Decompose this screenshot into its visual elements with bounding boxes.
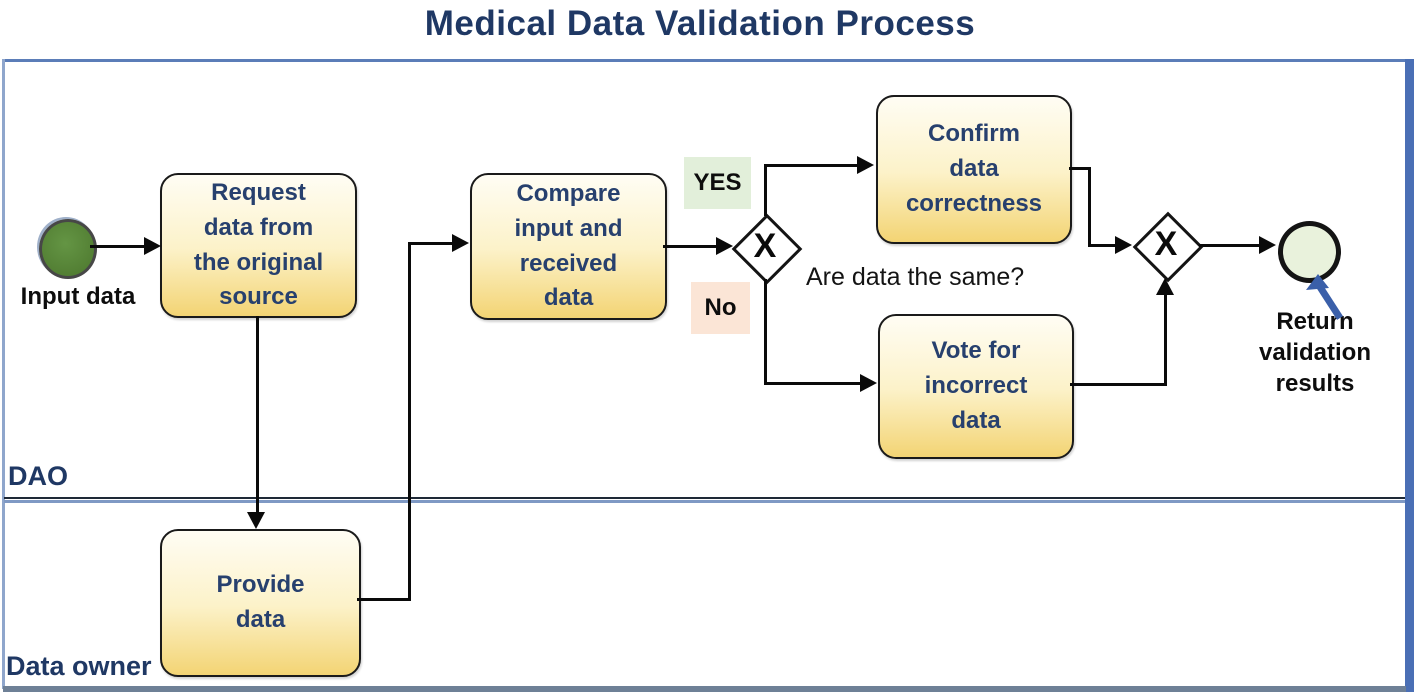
gateway-question-label: Are data the same? — [806, 263, 1025, 291]
exclusive-gateway-split: X — [731, 213, 803, 285]
pool-left-border — [2, 59, 5, 689]
arrowhead-icon — [716, 237, 733, 255]
lane-label-data-owner: Data owner — [6, 651, 152, 681]
task-provide-data: Provide data — [160, 529, 361, 677]
arrowhead-icon — [857, 156, 874, 174]
start-event-label: Input data — [20, 283, 136, 310]
flow-provide-up — [408, 243, 411, 601]
flow-vote-out — [1070, 383, 1166, 386]
exclusive-gateway-merge: X — [1132, 211, 1204, 283]
arrowhead-icon — [860, 374, 877, 392]
flow-provide-to-compare — [408, 242, 454, 245]
flow-start-to-request — [90, 245, 146, 248]
task-vote-incorrect: Vote for incorrect data — [878, 314, 1074, 459]
arrowhead-icon — [1259, 236, 1276, 254]
condition-label-no: No — [691, 282, 750, 334]
flow-confirm-down — [1088, 167, 1091, 246]
task-request-data: Request data from the original source — [160, 173, 357, 318]
arrowhead-icon — [247, 512, 265, 529]
end-event-label: Return validation results — [1258, 308, 1372, 398]
flow-yes-vertical — [764, 165, 767, 216]
task-compare-data: Compare input and received data — [470, 173, 667, 320]
flow-merge-to-end — [1199, 244, 1261, 247]
pool-right-border — [1405, 59, 1414, 692]
lane-label-dao: DAO — [8, 461, 68, 491]
flow-confirm-to-merge — [1088, 244, 1116, 247]
arrowhead-icon — [452, 234, 469, 252]
flow-compare-to-gateway — [663, 245, 718, 248]
lane-divider-highlight — [4, 500, 1405, 503]
flow-provide-out — [357, 598, 411, 601]
lane-divider — [4, 497, 1405, 499]
gateway-x-marker: X — [753, 226, 777, 265]
annotation-arrow-icon — [1306, 274, 1343, 320]
flow-confirm-out — [1069, 167, 1091, 170]
flow-request-to-provide — [256, 316, 259, 514]
arrowhead-icon — [1115, 236, 1132, 254]
arrowhead-icon — [1156, 278, 1174, 295]
flow-vote-up — [1164, 294, 1167, 386]
task-confirm-correctness: Confirm data correctness — [876, 95, 1072, 244]
end-event-circle — [1278, 221, 1341, 283]
flow-yes-horizontal — [764, 164, 859, 167]
pool-top-border — [3, 59, 1413, 62]
page-title: Medical Data Validation Process — [424, 4, 976, 43]
arrowhead-icon — [144, 237, 161, 255]
condition-label-yes: YES — [684, 157, 751, 209]
pool-bottom-border — [3, 686, 1406, 692]
flow-no-vertical — [764, 279, 767, 384]
start-event-circle — [39, 219, 97, 279]
gateway-x-marker: X — [1154, 224, 1178, 263]
flow-no-horizontal — [764, 382, 861, 385]
